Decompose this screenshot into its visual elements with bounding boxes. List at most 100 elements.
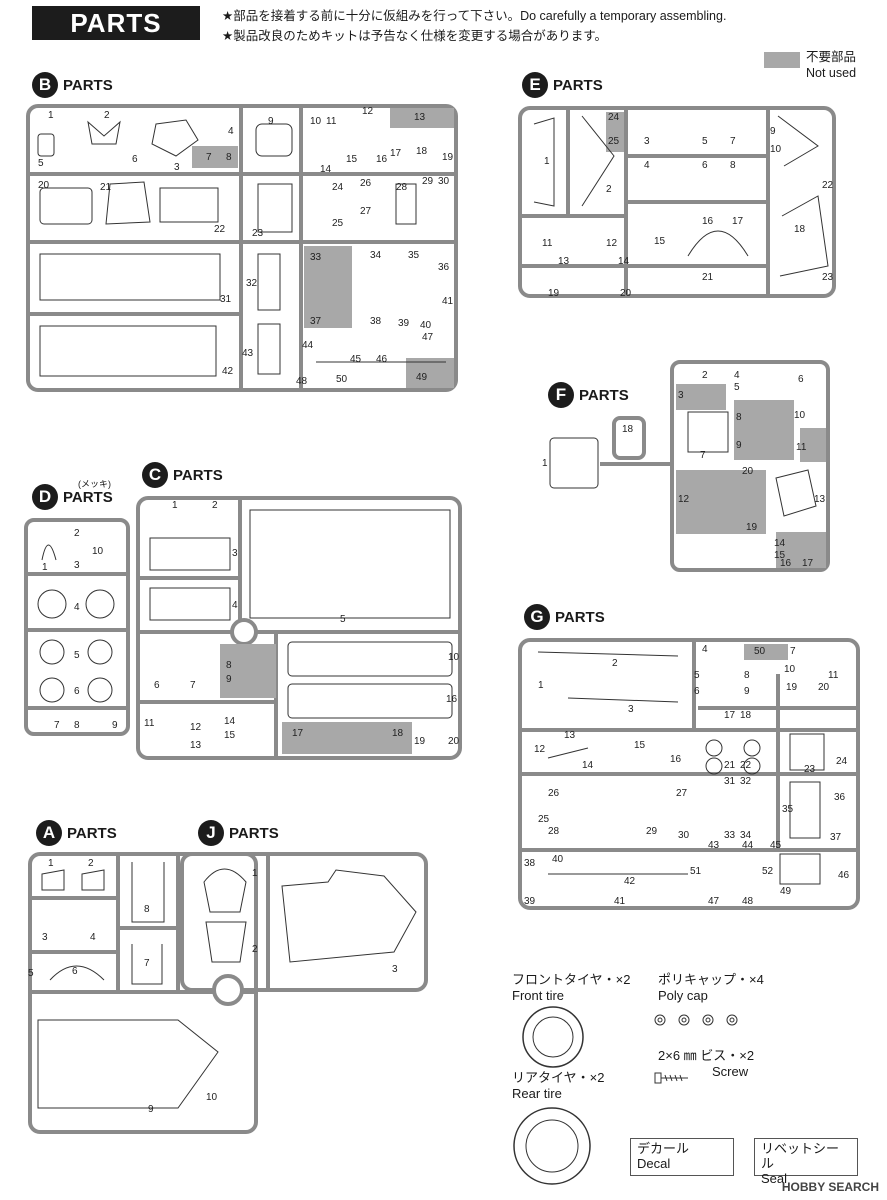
svg-text:8: 8 <box>226 152 232 163</box>
svg-text:51: 51 <box>690 866 702 877</box>
svg-text:13: 13 <box>190 740 202 751</box>
legend-label-jp: 不要部品 <box>806 50 857 64</box>
svg-text:13: 13 <box>814 494 826 505</box>
svg-text:10: 10 <box>310 116 322 127</box>
screw-icon <box>654 1072 688 1084</box>
svg-text:5: 5 <box>38 158 44 169</box>
svg-text:7: 7 <box>206 152 212 163</box>
svg-text:15: 15 <box>654 236 666 247</box>
svg-text:7: 7 <box>144 958 150 969</box>
svg-text:16: 16 <box>780 558 792 569</box>
svg-text:16: 16 <box>446 694 458 705</box>
svg-text:31: 31 <box>724 776 736 787</box>
svg-text:10: 10 <box>770 144 782 155</box>
svg-text:20: 20 <box>620 288 632 299</box>
svg-text:26: 26 <box>360 178 372 189</box>
sprue-g-heading: G PARTS <box>524 604 605 630</box>
svg-text:5: 5 <box>702 136 708 147</box>
svg-text:8: 8 <box>744 670 750 681</box>
svg-text:39: 39 <box>524 896 536 907</box>
svg-text:11: 11 <box>326 116 337 127</box>
svg-text:3: 3 <box>174 162 180 173</box>
svg-text:21: 21 <box>100 182 112 193</box>
svg-text:6: 6 <box>72 966 78 977</box>
poly-cap-label-en: Poly cap <box>658 988 708 1003</box>
svg-text:46: 46 <box>376 354 388 365</box>
svg-text:23: 23 <box>822 272 834 283</box>
svg-text:35: 35 <box>782 804 794 815</box>
svg-text:1: 1 <box>538 680 544 691</box>
svg-text:24: 24 <box>608 112 620 123</box>
seal-label-jp: リベットシール <box>761 1141 840 1171</box>
svg-text:1: 1 <box>48 110 54 121</box>
svg-text:28: 28 <box>548 826 560 837</box>
svg-text:13: 13 <box>558 256 570 267</box>
svg-text:6: 6 <box>74 686 80 697</box>
svg-text:30: 30 <box>438 176 450 187</box>
svg-text:27: 27 <box>676 788 688 799</box>
svg-text:18: 18 <box>622 424 634 435</box>
svg-text:6: 6 <box>132 154 138 165</box>
svg-text:4: 4 <box>702 644 708 655</box>
svg-text:16: 16 <box>670 754 682 765</box>
sprue-e-label: PARTS <box>553 76 603 94</box>
svg-text:7: 7 <box>700 450 706 461</box>
poly-cap-icon <box>654 1014 738 1026</box>
svg-text:12: 12 <box>678 494 690 505</box>
svg-text:19: 19 <box>414 736 426 747</box>
svg-text:10: 10 <box>794 410 806 421</box>
svg-text:14: 14 <box>774 538 786 549</box>
svg-text:48: 48 <box>742 896 754 907</box>
svg-text:17: 17 <box>390 148 402 159</box>
svg-text:35: 35 <box>408 250 420 261</box>
svg-text:6: 6 <box>798 374 804 385</box>
svg-text:13: 13 <box>564 730 576 741</box>
sprue-d-label: PARTS <box>63 488 113 506</box>
sprue-b-heading: B PARTS <box>32 72 113 98</box>
svg-text:32: 32 <box>740 776 752 787</box>
sprue-j-heading: J PARTS <box>198 820 279 846</box>
svg-text:46: 46 <box>838 870 850 881</box>
decal-label-jp: デカール <box>637 1141 690 1156</box>
svg-text:7: 7 <box>790 646 796 657</box>
svg-text:25: 25 <box>332 218 344 229</box>
svg-text:47: 47 <box>708 896 720 907</box>
svg-text:5: 5 <box>340 614 346 625</box>
svg-text:5: 5 <box>28 968 34 979</box>
svg-text:50: 50 <box>754 646 766 657</box>
svg-text:21: 21 <box>724 760 736 771</box>
svg-text:5: 5 <box>74 650 80 661</box>
svg-text:4: 4 <box>232 600 238 611</box>
svg-text:4: 4 <box>90 932 96 943</box>
svg-text:29: 29 <box>422 176 434 187</box>
svg-text:1: 1 <box>48 858 54 869</box>
screw-label-en: Screw <box>712 1064 749 1079</box>
svg-text:14: 14 <box>320 164 332 175</box>
svg-text:21: 21 <box>702 272 714 283</box>
svg-text:11: 11 <box>796 442 807 453</box>
svg-text:8: 8 <box>144 904 150 915</box>
svg-text:52: 52 <box>762 866 774 877</box>
svg-text:22: 22 <box>740 760 752 771</box>
svg-text:19: 19 <box>548 288 560 299</box>
svg-text:16: 16 <box>702 216 714 227</box>
svg-text:12: 12 <box>534 744 546 755</box>
seal-label-en: Seal <box>761 1171 788 1186</box>
sprue-a-label: PARTS <box>67 824 117 842</box>
svg-text:17: 17 <box>802 558 814 569</box>
svg-text:6: 6 <box>154 680 160 691</box>
svg-text:15: 15 <box>634 740 646 751</box>
svg-text:19: 19 <box>786 682 798 693</box>
svg-text:4: 4 <box>644 160 650 171</box>
svg-text:6: 6 <box>702 160 708 171</box>
svg-text:9: 9 <box>112 720 118 731</box>
sprue-d-heading: D PARTS <box>32 484 113 510</box>
svg-text:1: 1 <box>252 868 258 879</box>
svg-text:48: 48 <box>296 376 308 387</box>
svg-text:19: 19 <box>746 522 758 533</box>
svg-text:47: 47 <box>422 332 434 343</box>
svg-text:34: 34 <box>370 250 382 261</box>
